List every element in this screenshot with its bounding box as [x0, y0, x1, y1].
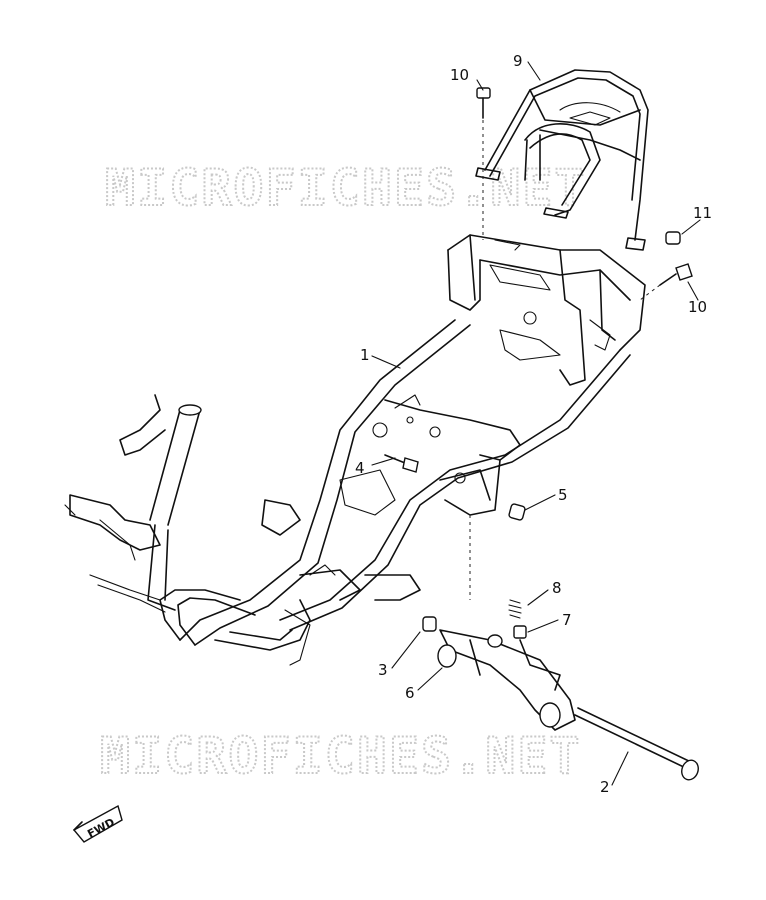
part-10-bolt-top	[476, 87, 491, 240]
callout-1: 1	[360, 346, 370, 364]
callout-6: 6	[405, 684, 415, 702]
part-5-collar	[469, 503, 526, 600]
callout-11: 11	[693, 204, 712, 222]
callout-10-right: 10	[688, 298, 707, 316]
part-4-bolt	[384, 454, 419, 473]
callout-10-top: 10	[450, 66, 469, 84]
part-11-collar	[665, 231, 681, 245]
part-6-engine-mount-bracket	[437, 629, 576, 731]
part-9-rear-bracket	[475, 69, 649, 251]
part-2-pivot-shaft	[574, 707, 699, 781]
callout-3: 3	[378, 661, 388, 679]
watermark-bottom: MICROFICHES.NET	[100, 727, 582, 785]
callout-9: 9	[513, 52, 523, 70]
callout-4: 4	[355, 459, 365, 477]
part-7-bush	[513, 625, 527, 639]
part-8-spring	[508, 599, 522, 619]
forward-direction-badge: FWD	[72, 804, 123, 843]
watermark-top: MICROFICHES.NET	[105, 159, 587, 217]
leader-lines	[371, 61, 701, 786]
part-3-collar	[422, 616, 437, 632]
callout-2: 2	[600, 778, 610, 796]
part-1-main-frame	[64, 234, 646, 666]
callout-7: 7	[562, 611, 572, 629]
part-10-bolt-right	[639, 263, 693, 301]
callout-8: 8	[552, 579, 562, 597]
callout-5: 5	[558, 486, 568, 504]
